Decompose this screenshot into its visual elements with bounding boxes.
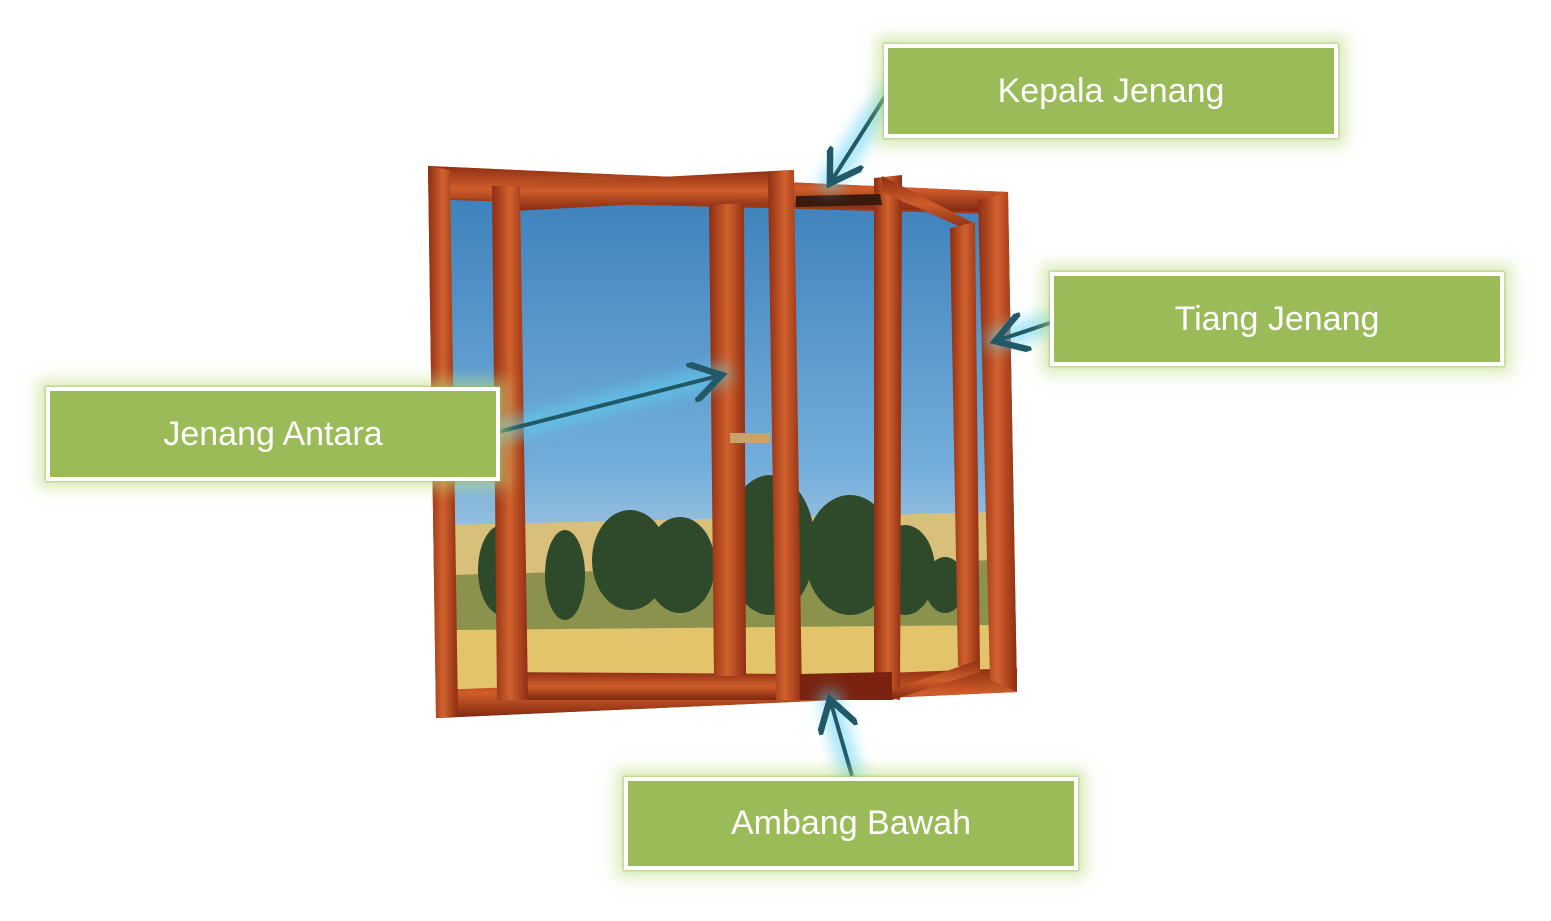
label-kepala-jenang: Kepala Jenang xyxy=(884,44,1338,138)
label-ambang-bawah: Ambang Bawah xyxy=(624,777,1078,870)
label-jenang-antara: Jenang Antara xyxy=(46,387,500,481)
window-photo xyxy=(428,166,1017,718)
mullion xyxy=(796,194,882,207)
arrow-head xyxy=(832,92,888,180)
label-tiang-jenang: Tiang Jenang xyxy=(1050,272,1504,366)
